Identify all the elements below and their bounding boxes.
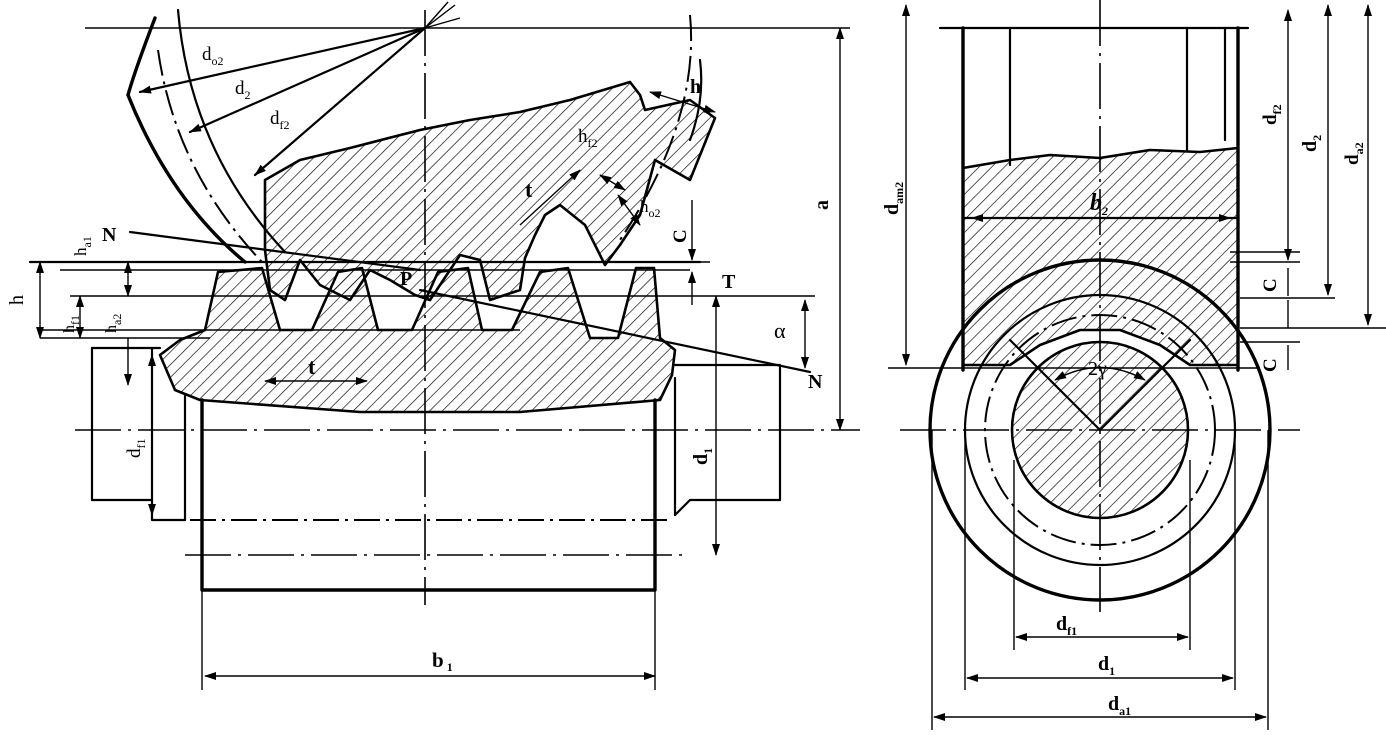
label-h-f1: hf1 — [61, 315, 82, 333]
radius-lines — [138, 1, 461, 177]
label-d-2-left: d2 — [235, 78, 251, 102]
label-h-a2: ha2 — [103, 314, 124, 333]
label-c-right-lower: C — [1260, 358, 1281, 372]
right-dimension-lines — [902, 4, 1372, 730]
label-d-f1-bottom: df1 — [1056, 613, 1077, 638]
label-d-a2: da2 — [1342, 142, 1366, 165]
label-c-upper: C — [670, 229, 691, 243]
label-d-am2: dam2 — [881, 182, 906, 215]
label-alpha: α — [774, 318, 786, 343]
label-h-left: h — [6, 295, 28, 305]
label-a: a — [811, 200, 833, 210]
left-view: do2 d2 df2 h hf2 t ho2 C a ha1 N P T h h… — [6, 1, 860, 690]
reference-lines — [28, 230, 815, 374]
label-d-1-bottom: d1 — [1098, 653, 1115, 678]
worm-body — [90, 346, 782, 592]
right-view: dam2 b2 df2 d2 da2 C C 2γ df1 d1 da1 — [881, 0, 1386, 730]
label-h-top: h — [690, 76, 701, 98]
label-d-a1: da1 — [1108, 693, 1131, 718]
label-c-right-upper: C — [1260, 278, 1281, 292]
right-reference-lines — [888, 251, 1386, 369]
label-n-right: N — [808, 371, 823, 393]
label-d-f2-left: df2 — [270, 108, 290, 132]
gamma-line-left — [1008, 338, 1102, 432]
label-h-f2: hf2 — [578, 126, 598, 150]
label-d-2-right: d2 — [1299, 135, 1324, 152]
label-b-2: b2 — [1090, 190, 1108, 218]
label-t-top: t — [525, 177, 533, 202]
label-d-o2: do2 — [202, 44, 224, 68]
worm-section — [158, 266, 677, 414]
label-n-left: N — [102, 224, 117, 246]
label-t-right: T — [722, 271, 736, 293]
dimension-lines — [36, 27, 844, 690]
label-d-f2-right: df2 — [1260, 104, 1284, 125]
gamma-line-right — [1098, 338, 1192, 432]
label-2-gamma: 2γ — [1088, 358, 1107, 380]
label-d-f1-left: df1 — [124, 439, 148, 459]
label-h-a1: ha1 — [71, 236, 94, 256]
label-t-bottom: t — [308, 354, 316, 379]
label-d-1-left: d1 — [690, 448, 715, 465]
label-p: P — [400, 268, 412, 290]
label-h-o2: ho2 — [640, 197, 661, 220]
